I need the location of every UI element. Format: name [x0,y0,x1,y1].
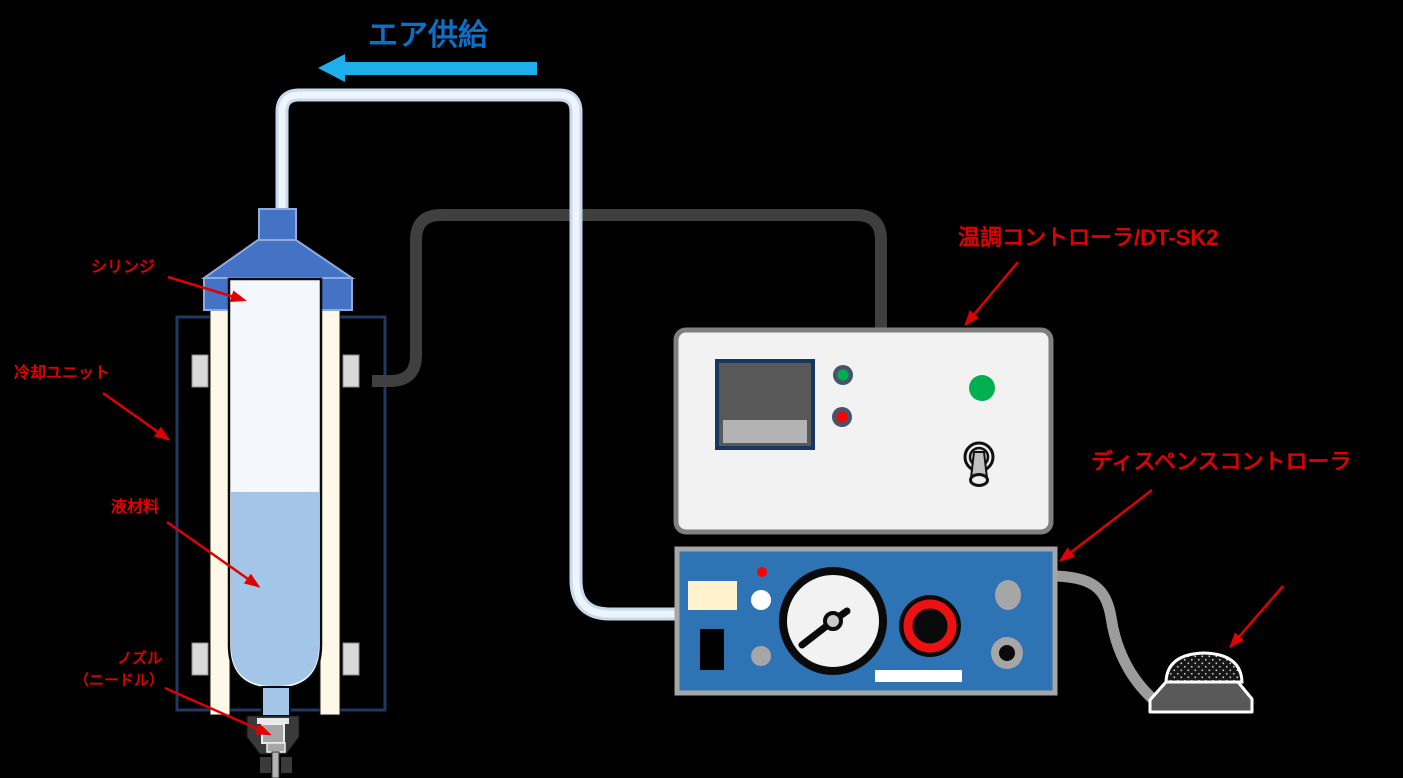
model-plate [875,670,962,682]
temp-display [715,359,815,450]
arrow-dispense-controller [1058,489,1153,562]
foot-pedal-cable [1044,570,1160,706]
temp-controller-label: 温調コントローラ/DT-SK2 [958,225,1219,250]
annotation-arrows [102,261,1284,736]
button-white[interactable] [751,590,771,610]
power-button[interactable] [969,375,995,401]
nozzle-label-line1: ノズル [117,650,163,667]
syringe-label: シリンジ [91,259,156,276]
cooling-panel-left [209,309,231,716]
connector-port-hole [999,645,1015,661]
liquid-material-label: 液材料 [111,499,160,516]
digital-display [688,581,737,610]
pressure-knob[interactable] [899,595,961,657]
outlet-port-top [995,580,1021,610]
pressure-gauge-icon [779,567,887,675]
air-supply-label: エア供給 [368,19,488,52]
arrow-foot-pedal [1229,585,1284,649]
indicator-light-red [757,567,767,577]
mounting-tabs [191,354,360,676]
liquid-fill [231,492,319,686]
foot-pedal-icon[interactable] [1148,651,1254,714]
cooling-panel-right [319,309,341,716]
arrow-nozzle [164,686,272,736]
air-supply-tube [275,88,680,621]
nozzle-assembly [246,715,300,778]
arrow-cooling-unit [102,391,171,441]
syringe-neck [261,686,291,717]
temperature-controller [673,327,1054,535]
dispense-controller-label: ディスペンスコントローラ [1091,449,1352,474]
cooling-unit-label: 冷却ユニット [14,365,111,382]
power-switch[interactable] [700,629,724,670]
green-led-icon [837,369,849,381]
button-gray[interactable] [751,646,771,666]
dispense-controller [674,546,1058,696]
arrow-liquid [166,520,261,588]
temp-controller-cable [372,209,887,387]
air-flow-arrow-icon [318,54,537,82]
nozzle-label-line2: （ニードル） [74,672,165,689]
arrow-syringe [167,275,247,302]
red-led-icon [836,411,848,423]
needle [271,751,280,778]
arrow-temp-controller [964,261,1019,327]
toggle-switch-icon[interactable] [963,441,995,487]
